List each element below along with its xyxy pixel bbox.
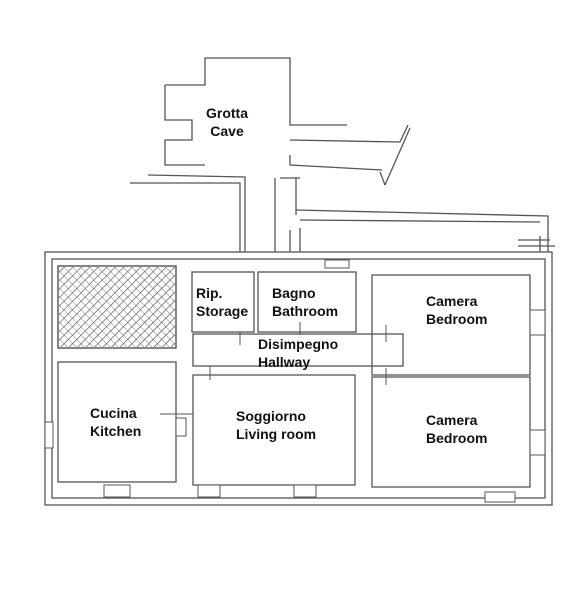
passage-right	[289, 209, 549, 252]
label-storage: Rip.Storage	[196, 285, 249, 319]
hallway-room	[192, 333, 404, 367]
passage-middle	[274, 177, 300, 252]
outer-wall-inner	[51, 258, 546, 499]
hatched-block	[57, 265, 177, 349]
living-room	[192, 374, 356, 486]
window-bottom-bedroom	[484, 491, 516, 503]
cave-inner	[289, 155, 383, 171]
window-bottom-kitchen	[103, 484, 131, 498]
window-bottom-living-2	[293, 484, 317, 498]
cave-wall-right	[289, 124, 411, 186]
window-bottom-living-1	[197, 484, 221, 498]
window-kitchen-right	[175, 417, 187, 437]
window-top-passage	[324, 259, 350, 269]
outer-wall	[44, 251, 553, 506]
storage-room	[191, 271, 255, 333]
window-right-bedroom-top	[529, 309, 546, 336]
window-right-bedroom-bottom	[529, 429, 546, 456]
cave-outline	[164, 57, 347, 166]
window-left-kitchen	[44, 421, 54, 449]
bathroom-room	[257, 271, 357, 333]
passage-left	[130, 174, 246, 252]
passage-right-inner	[518, 236, 555, 252]
